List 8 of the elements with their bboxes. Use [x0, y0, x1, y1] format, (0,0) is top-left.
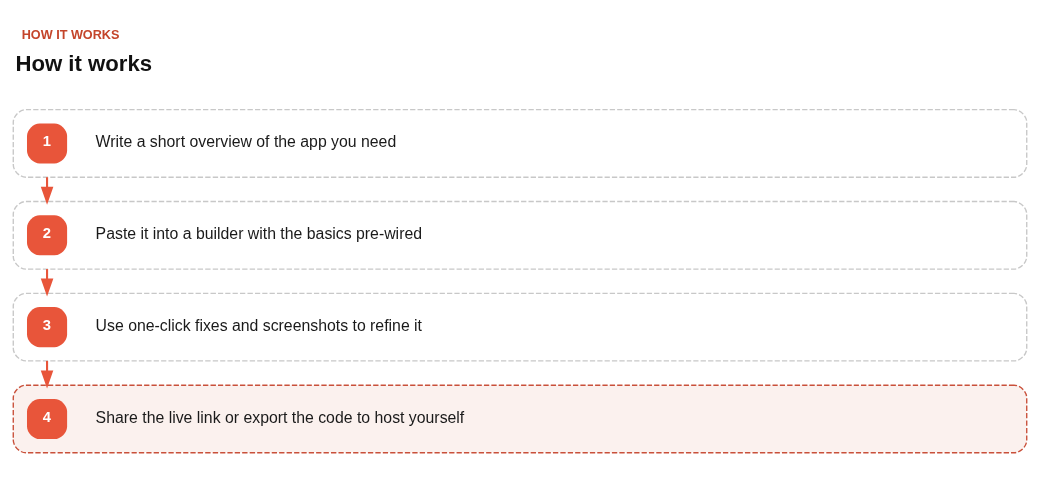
diagram-title: HOW IT WORKS [21, 27, 120, 42]
arrow [40, 269, 54, 297]
node-box: 2 Paste it into a builder with the basics pre-wired [12, 200, 1028, 270]
node-box: 3 Use one-click fixes and screenshots to refine it [12, 292, 1028, 362]
node-box: 1 Write a short overview of the app you need [12, 109, 1028, 178]
node-box: 4 Share the live link or export the code to host yourself [12, 384, 1028, 454]
label: How it works [15, 51, 153, 77]
arrow [40, 177, 54, 205]
